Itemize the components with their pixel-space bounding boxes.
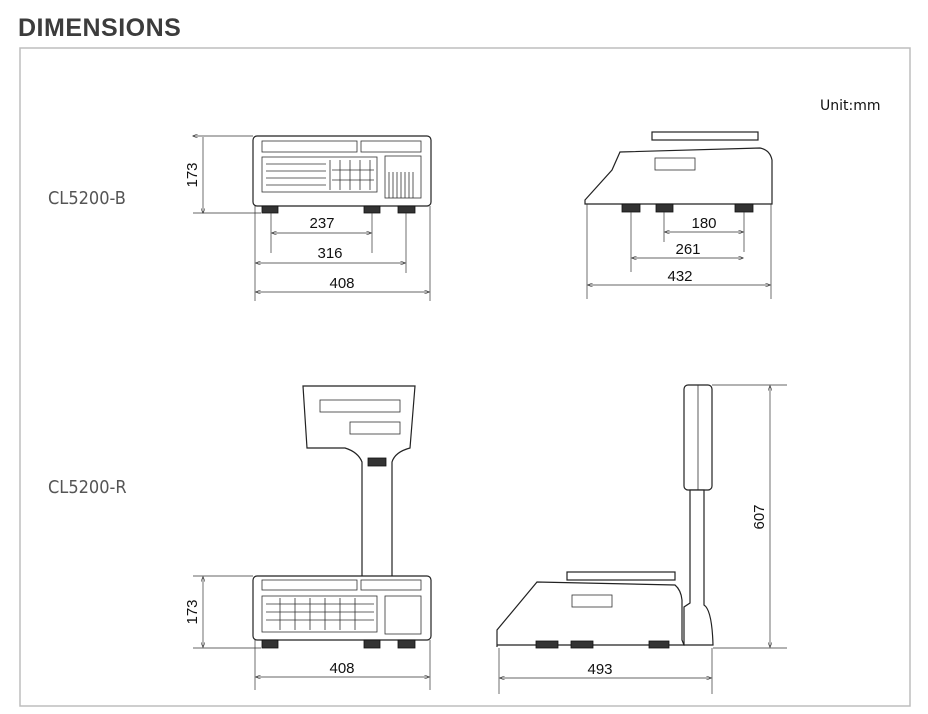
model-label-b: CL5200-B [48, 188, 126, 209]
dim-feet-inner: 237 [309, 215, 334, 232]
dim-height: 173 [184, 599, 201, 624]
page-title: DIMENSIONS [18, 14, 182, 42]
unit-label: Unit:mm [820, 98, 881, 114]
dim-height: 173 [184, 162, 201, 187]
cl5200-r-side-dimensions: 607 493 [498, 384, 787, 694]
cl5200-r-front-view [252, 385, 432, 649]
drawing-frame [19, 47, 911, 707]
cl5200-r-front-dimensions: 173 408 [184, 575, 431, 690]
model-label-r: CL5200-R [48, 477, 127, 498]
dim-depth: 432 [667, 268, 692, 285]
dim-depth: 493 [587, 661, 612, 678]
dim-feet-a: 180 [691, 215, 716, 232]
dim-total-height: 607 [751, 504, 768, 529]
dim-width: 408 [329, 660, 354, 677]
dim-width: 408 [329, 275, 354, 292]
dim-feet-outer: 316 [317, 245, 342, 262]
cl5200-b-front-view [252, 135, 432, 214]
cl5200-b-front-dimensions: 173 237 316 408 [184, 136, 431, 301]
cl5200-b-side-dimensions: 180 261 432 [586, 204, 772, 299]
cl5200-b-side-view [584, 131, 773, 213]
cl5200-r-side-view [496, 384, 714, 649]
dim-feet-b: 261 [675, 241, 700, 258]
